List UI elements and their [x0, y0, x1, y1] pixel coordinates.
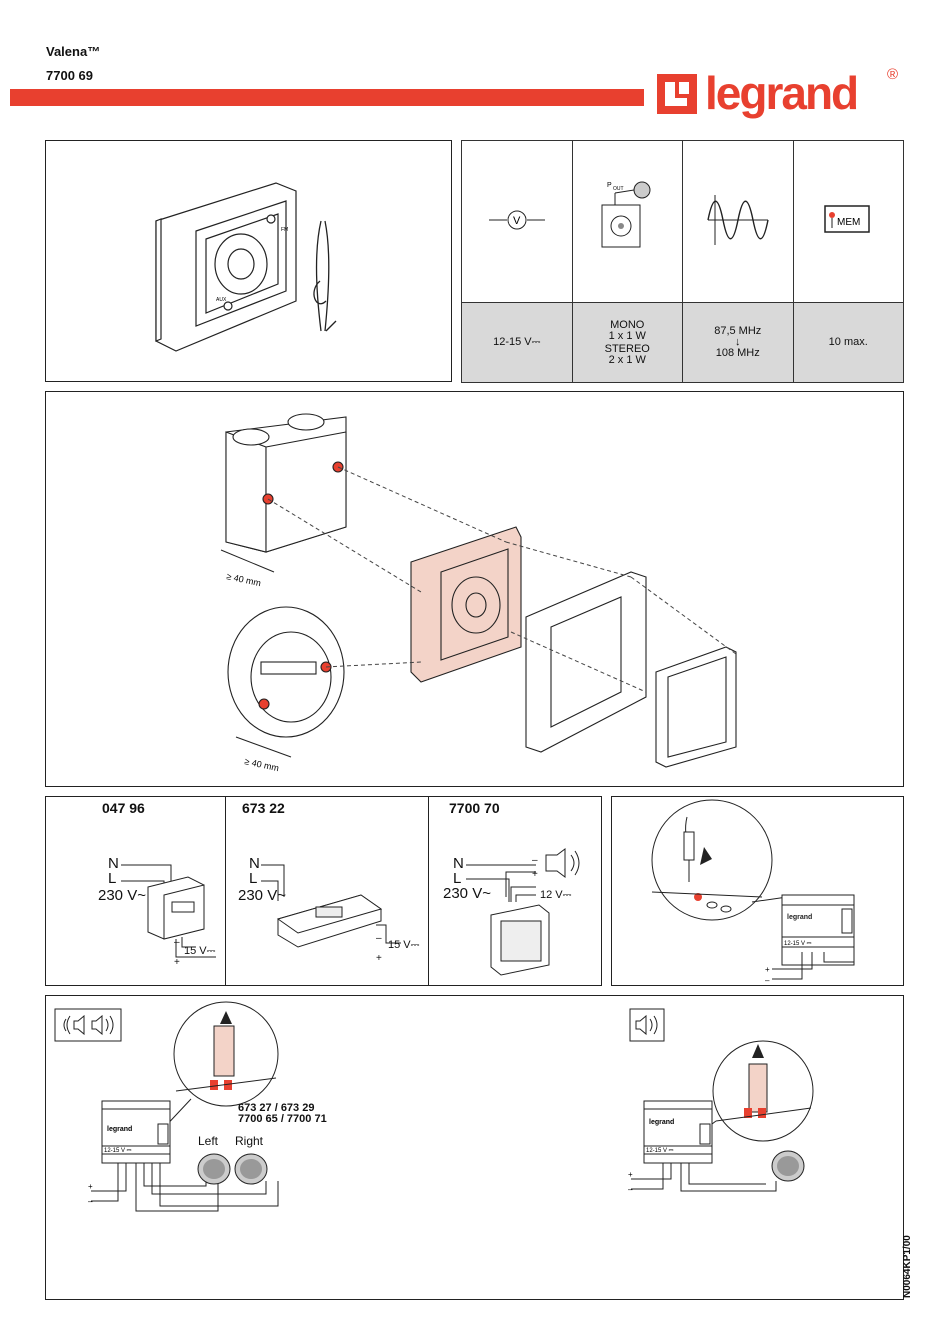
neutral-label-2: N: [249, 855, 260, 872]
output-speaker-icon: P OUT: [601, 181, 651, 248]
flush-power-supply-icon: [466, 848, 580, 976]
speaker-wiring-diagram: legrand 12-15 V ⎓ + – legrand 12-15 V ⎓: [88, 1001, 814, 1212]
module-plus-label-2: +: [88, 1182, 93, 1191]
voltage-symbol-icon: V: [488, 210, 545, 230]
module-terminal-label-2: 12-15 V ⎓: [104, 1148, 132, 1154]
power-supply-panel: 047 96 N L 230 V~ 15 V⎓ + – 673 22 N L 2…: [45, 796, 602, 986]
spec-output-stereo: STEREO: [604, 342, 650, 355]
spec-icon-frequency: [682, 140, 794, 303]
live-label-2: L: [249, 870, 258, 887]
product-illustration: FM AUX: [155, 182, 337, 352]
dc-output-label-1: 15 V⎓: [184, 945, 216, 957]
antenna-connection-panel: legrand 12-15 V ⎓ + –: [611, 796, 904, 986]
power-item-ref-2: 673 22: [242, 800, 285, 816]
sine-wave-icon: [707, 195, 769, 245]
depth-label-round: ≥ 40 mm: [244, 756, 280, 773]
antenna-cable-icon: [313, 220, 337, 332]
din-power-supply-icon: [121, 864, 216, 958]
svg-text:FM: FM: [281, 227, 288, 233]
pout-sub-label: OUT: [613, 186, 624, 192]
spec-freq-low: 87,5 MHz: [714, 325, 762, 337]
speaker-refs: 673 27 / 673 29 7700 65 / 7700 71: [238, 1103, 327, 1125]
spec-memory: 10 max.: [792, 302, 904, 383]
product-reference: 7700 69: [46, 68, 93, 83]
svg-text:V: V: [513, 215, 521, 227]
live-label-1: L: [108, 870, 117, 887]
plus-label-1: +: [174, 957, 180, 968]
spec-icon-voltage: V: [461, 140, 573, 303]
spec-voltage: 12-15 V⎓: [461, 302, 573, 383]
minus-label-3: –: [532, 855, 538, 866]
power-item-ref-1: 047 96: [102, 800, 145, 816]
neutral-label-3: N: [453, 855, 464, 872]
document-code: N0064KP1/00: [902, 1235, 913, 1298]
legrand-wordmark: legrand: [705, 67, 859, 119]
module-plus-label-1: +: [765, 965, 770, 974]
spec-icon-memory: MEM: [792, 140, 904, 303]
module-brand-label-1: legrand: [787, 914, 812, 921]
spec-icon-output: P OUT: [571, 140, 683, 303]
depth-label-square: ≥ 40 mm: [226, 571, 262, 588]
minus-label-1: –: [174, 937, 180, 948]
minus-label-2: –: [376, 933, 382, 944]
plus-label-3: +: [532, 869, 538, 880]
speaker-refs-line-1: 673 27 / 673 29: [238, 1102, 315, 1114]
module-brand-label-2: legrand: [107, 1126, 132, 1133]
antenna-connection-diagram: legrand 12-15 V ⎓ + –: [651, 799, 855, 985]
installation-panel: ≥ 40 mm ≥ 40 mm: [45, 391, 904, 787]
installation-diagram: ≥ 40 mm ≥ 40 mm: [220, 413, 737, 773]
stereo-mode-icon: [54, 1008, 122, 1042]
spec-freq-high: 108 MHz: [715, 347, 760, 359]
spec-output: MONO 1 x 1 W STEREO 2 x 1 W: [571, 302, 683, 383]
dc-output-label-3: 12 V⎓: [540, 889, 572, 901]
header-red-bar: [10, 89, 644, 106]
neutral-label-1: N: [108, 855, 119, 872]
module-minus-label-2: –: [88, 1197, 93, 1206]
memory-button-icon: MEM: [824, 205, 870, 233]
specs-table: V P OUT: [461, 140, 904, 383]
module-terminal-label-3: 12-15 V ⎓: [646, 1148, 674, 1154]
right-speaker-label: Right: [235, 1134, 264, 1148]
mains-label-3: 230 V~: [443, 885, 491, 902]
mono-mode-icon: [629, 1008, 665, 1042]
plus-label-2: +: [376, 953, 382, 964]
module-terminal-label-1: 12-15 V ⎓: [784, 941, 812, 947]
speaker-refs-line-2: 7700 65 / 7700 71: [238, 1113, 327, 1125]
module-minus-label-3: –: [628, 1185, 633, 1194]
module-minus-label-1: –: [765, 976, 770, 985]
module-plus-label-3: +: [628, 1170, 633, 1179]
speaker-wiring-panel: legrand 12-15 V ⎓ + – legrand 12-15 V ⎓: [45, 995, 904, 1300]
dc-output-label-2: 15 V⎓: [388, 939, 420, 951]
live-label-3: L: [453, 870, 462, 887]
spec-output-stereo-power: 2 x 1 W: [608, 353, 646, 366]
product-name: Valena™: [46, 44, 101, 59]
legrand-logo: legrand ®: [655, 66, 905, 124]
pout-label: P: [607, 182, 612, 189]
spec-frequency: 87,5 MHz ↓ 108 MHz: [682, 302, 794, 383]
spec-freq-arrow: ↓: [735, 336, 741, 348]
left-speaker-label: Left: [198, 1134, 219, 1148]
registered-mark: ®: [887, 66, 899, 83]
mem-label: MEM: [837, 217, 860, 228]
svg-text:AUX: AUX: [216, 297, 227, 303]
spec-output-mono: MONO: [610, 318, 645, 331]
legrand-logo-mark-icon: [657, 74, 697, 114]
mains-label-1: 230 V~: [98, 887, 146, 904]
mains-label-2: 230 V~: [238, 887, 286, 904]
product-illustration-panel: FM AUX: [45, 140, 452, 382]
transformer-power-supply-icon: [261, 864, 401, 948]
spec-output-mono-power: 1 x 1 W: [608, 329, 646, 342]
power-item-ref-3: 7700 70: [449, 800, 500, 816]
module-brand-label-3: legrand: [649, 1119, 674, 1126]
